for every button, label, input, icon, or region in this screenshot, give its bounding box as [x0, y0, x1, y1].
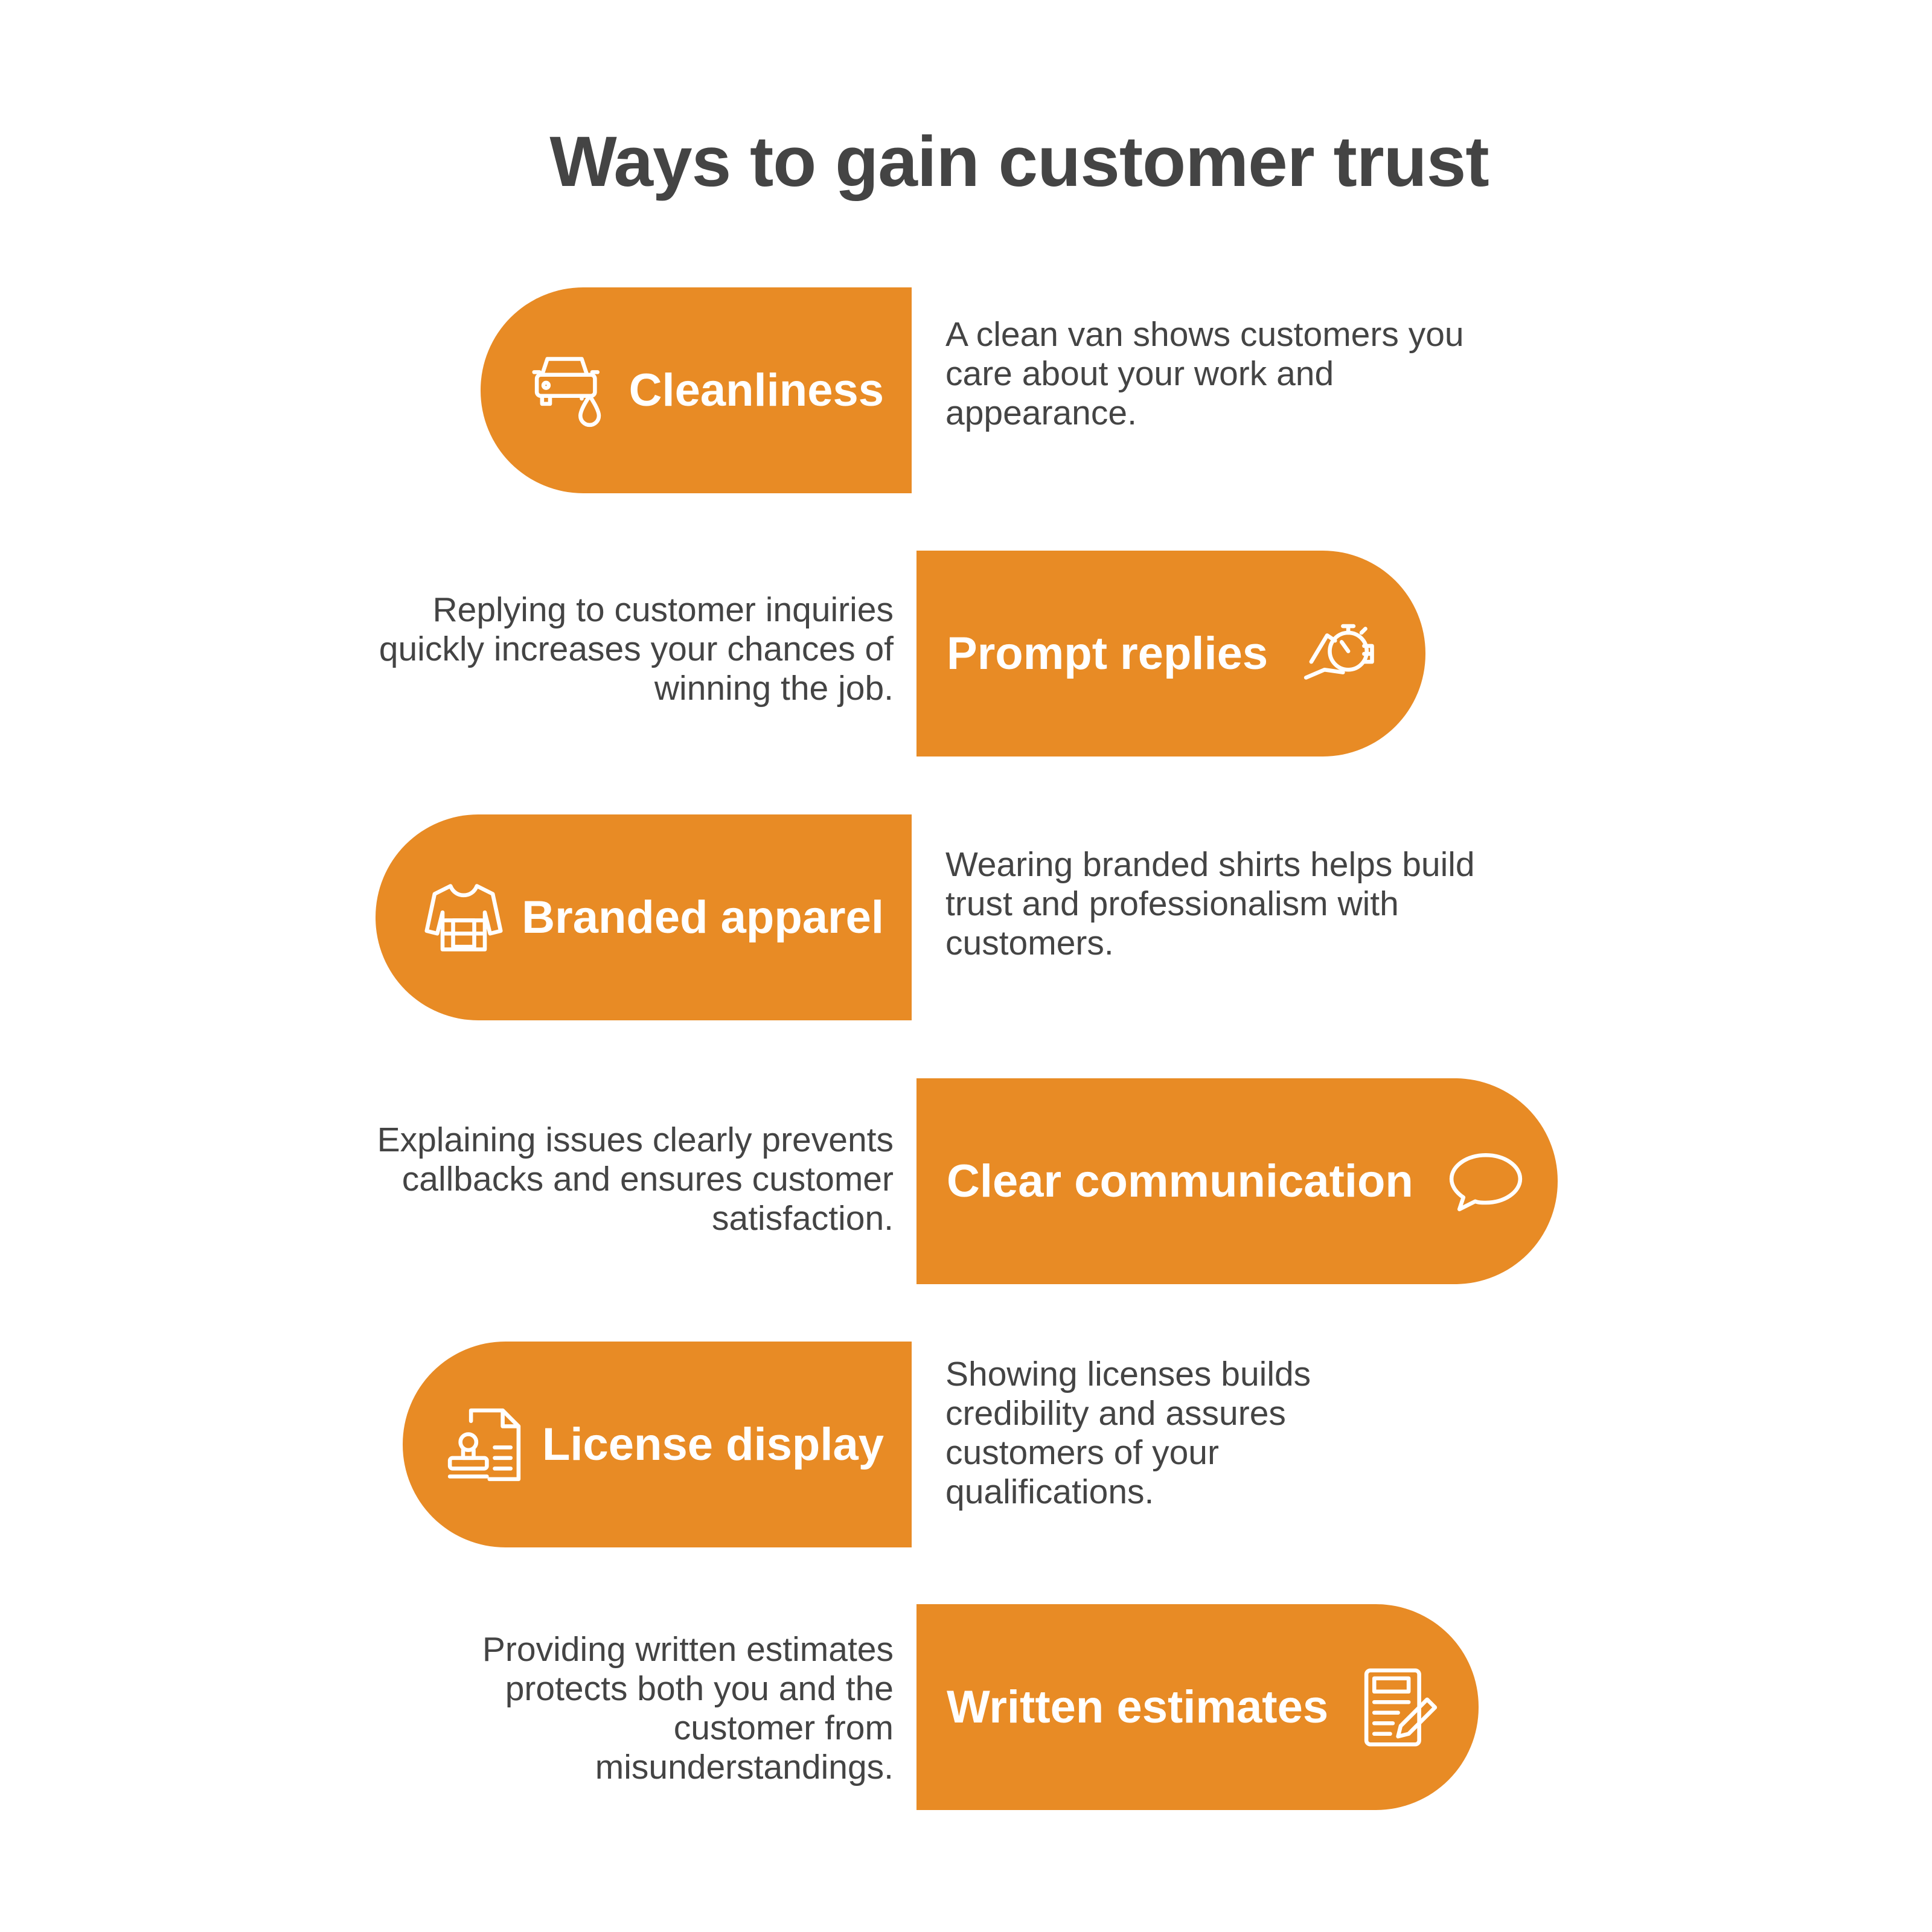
stopwatch-hand-icon — [1304, 624, 1374, 680]
license-document-icon — [447, 1408, 521, 1481]
page-title: Ways to gain customer trust — [549, 122, 1489, 202]
pill-cleanliness: Cleanliness — [481, 287, 912, 493]
speech-bubble-icon — [1449, 1153, 1522, 1211]
pill-clear-communication: Clear communication — [916, 1078, 1558, 1284]
document-edit-icon — [1364, 1668, 1438, 1747]
pill-label: Prompt replies — [947, 628, 1268, 679]
pill-label: Branded apparel — [522, 892, 884, 943]
pill-label: Clear communication — [947, 1156, 1413, 1207]
shirt-icon — [424, 883, 503, 952]
pill-written-estimates: Written estimates — [916, 1604, 1479, 1810]
pill-label: Written estimates — [947, 1681, 1329, 1733]
description-written-estimates: Providing written estimates protects bot… — [482, 1630, 894, 1786]
pill-label: License display — [542, 1419, 884, 1470]
pill-branded-apparel: Branded apparel — [376, 814, 912, 1020]
pill-label: Cleanliness — [629, 365, 884, 416]
description-cleanliness: A clean van shows customers you care abo… — [945, 315, 1464, 432]
pill-license-display: License display — [403, 1342, 912, 1547]
description-clear-communication: Explaining issues clearly prevents callb… — [377, 1121, 894, 1238]
description-branded-apparel: Wearing branded shirts helps build trust… — [945, 845, 1475, 962]
description-prompt-replies: Replying to customer inquiries quickly i… — [379, 590, 894, 708]
pill-prompt-replies: Prompt replies — [916, 551, 1425, 756]
car-wash-icon — [532, 356, 601, 427]
description-license-display: Showing licenses builds credibility and … — [945, 1355, 1311, 1511]
